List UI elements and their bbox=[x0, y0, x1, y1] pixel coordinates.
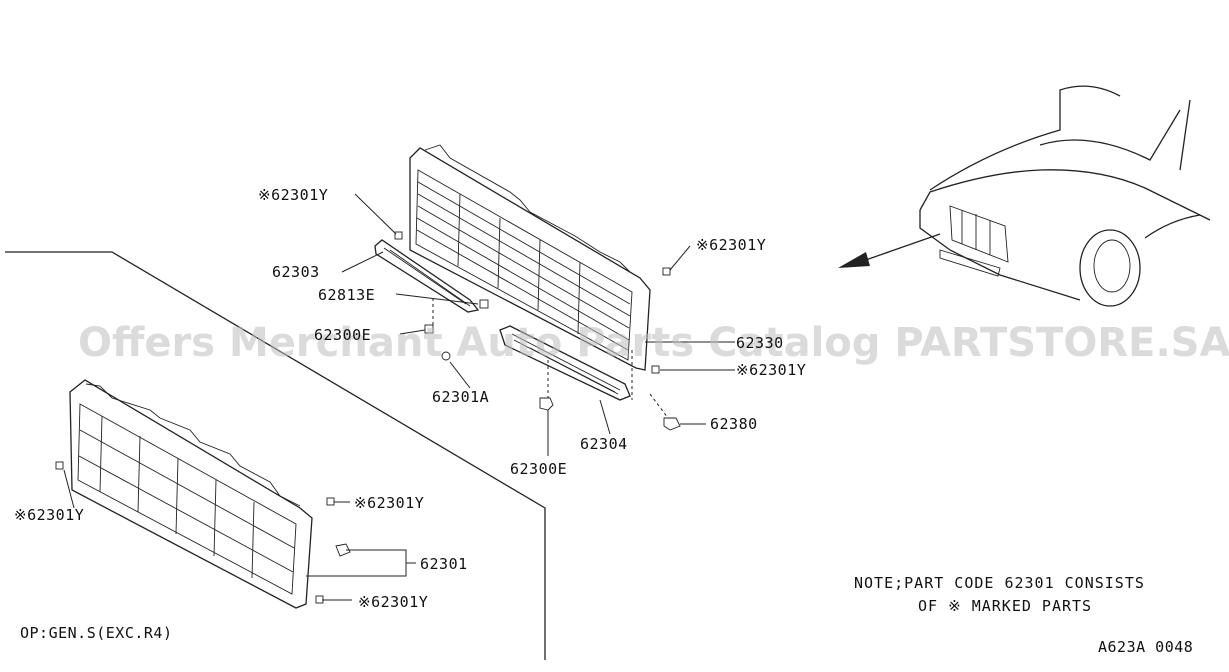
label-62301Y: ※62301Y bbox=[358, 593, 428, 611]
label-62301Y: ※62301Y bbox=[354, 494, 424, 512]
label-62300E: 62300E bbox=[314, 326, 371, 344]
arrow-head-icon bbox=[838, 252, 870, 268]
diagram-code: A623A 0048 bbox=[1098, 638, 1193, 656]
variant-separator bbox=[5, 251, 546, 660]
car-outline bbox=[919, 85, 1211, 307]
label-62813E: 62813E bbox=[318, 286, 375, 304]
note-line-2: OF ※ MARKED PARTS bbox=[918, 597, 1092, 615]
label-62301Y: ※62301Y bbox=[736, 361, 806, 379]
variant-grille bbox=[69, 379, 313, 609]
label-62301Y: ※62301Y bbox=[14, 506, 84, 524]
label-62303: 62303 bbox=[272, 263, 320, 281]
label-62301A: 62301A bbox=[432, 388, 489, 406]
note-line-1: NOTE;PART CODE 62301 CONSISTS bbox=[854, 574, 1145, 592]
label-62300E: 62300E bbox=[510, 460, 567, 478]
part-62304 bbox=[499, 325, 631, 401]
label-62301Y: ※62301Y bbox=[258, 186, 328, 204]
label-62301: 62301 bbox=[420, 555, 468, 573]
part-62303 bbox=[374, 239, 480, 313]
label-62380: 62380 bbox=[710, 415, 758, 433]
label-62301Y: ※62301Y bbox=[696, 236, 766, 254]
label-62304: 62304 bbox=[580, 435, 628, 453]
watermark: Offers Merchant Auto Parts Catalog PARTS… bbox=[78, 320, 1229, 366]
variant-label: OP:GEN.S(EXC.R4) bbox=[20, 624, 173, 642]
main-grille bbox=[409, 144, 651, 371]
label-62330: 62330 bbox=[736, 334, 784, 352]
direction-arrow bbox=[859, 233, 941, 263]
